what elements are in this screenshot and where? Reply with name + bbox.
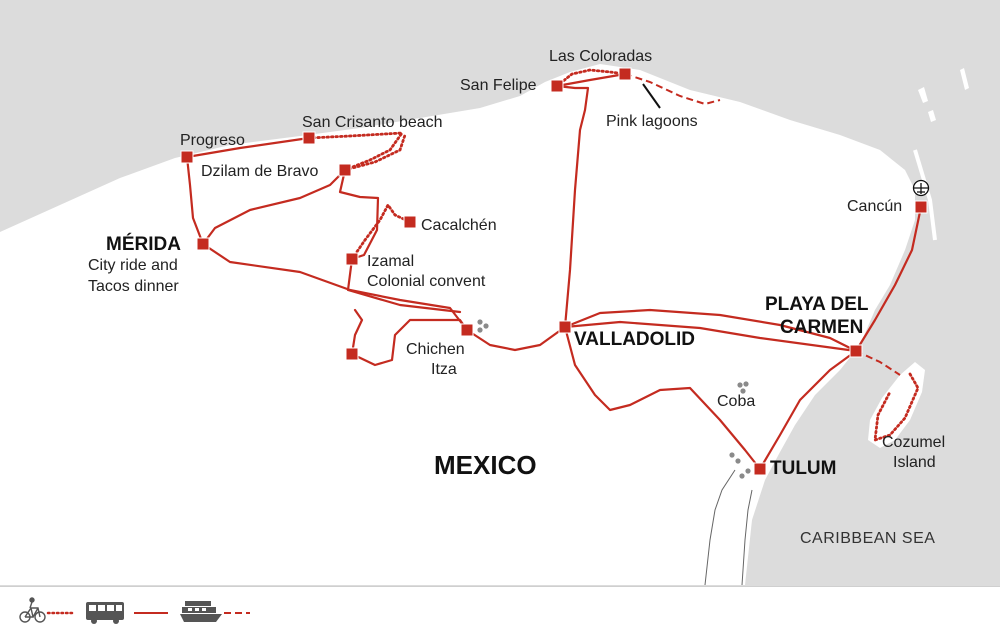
label-merida-note-2: Tacos dinner bbox=[88, 278, 179, 295]
label-cancun: Cancún bbox=[847, 198, 902, 215]
marker-cacalchen bbox=[403, 215, 417, 229]
label-playa-2: CARMEN bbox=[780, 317, 863, 338]
bus-routes bbox=[185, 72, 923, 471]
label-chichen-2: Itza bbox=[431, 361, 457, 378]
land-mass bbox=[0, 64, 915, 585]
label-country: MEXICO bbox=[434, 450, 537, 480]
marker-south-stop bbox=[345, 347, 359, 361]
route-valladolid-playa bbox=[563, 308, 858, 353]
marker-progreso bbox=[180, 150, 194, 164]
bike-cozumel bbox=[873, 372, 920, 443]
ruins-icon bbox=[477, 319, 489, 333]
ferry-icon bbox=[180, 601, 222, 622]
bike-sancrisanto-loop bbox=[307, 131, 405, 172]
marker-san-crisanto bbox=[302, 131, 316, 145]
label-izamal: Izamal bbox=[367, 253, 414, 270]
bike-dzilam-coast bbox=[343, 133, 407, 172]
airport-icon bbox=[912, 179, 930, 197]
label-pink-lagoons: Pink lagoons bbox=[606, 113, 698, 130]
bike-coloradas bbox=[555, 68, 627, 88]
marker-playa bbox=[849, 344, 863, 358]
bike-routes bbox=[307, 68, 920, 443]
ferry-playa-cozumel bbox=[855, 350, 901, 376]
route-izamal-chichen bbox=[346, 257, 462, 314]
label-sea: CARIBBEAN SEA bbox=[800, 530, 935, 547]
route-chichen-loop bbox=[350, 308, 469, 367]
marker-san-felipe bbox=[550, 79, 564, 93]
label-izamal-note: Colonial convent bbox=[367, 273, 486, 290]
bicycle-icon bbox=[19, 597, 46, 623]
route-valladolid-tulum bbox=[563, 325, 762, 471]
route-merida-dzilam bbox=[201, 168, 347, 246]
bus-icon bbox=[86, 602, 124, 624]
label-cozumel-2: Island bbox=[893, 454, 936, 471]
ruins-icon-tulum bbox=[729, 452, 751, 479]
label-chichen-1: Chichen bbox=[406, 341, 465, 358]
route-valladolid-playa-2 bbox=[563, 320, 858, 353]
legend-graphic bbox=[19, 597, 250, 624]
marker-izamal bbox=[345, 252, 359, 266]
ferry-coloradas-lagoons bbox=[624, 73, 721, 106]
label-las-coloradas: Las Coloradas bbox=[549, 48, 652, 65]
label-valladolid: VALLADOLID bbox=[574, 329, 695, 350]
marker-dzilam bbox=[338, 163, 352, 177]
route-progreso-merida bbox=[185, 155, 205, 246]
cozumel-land bbox=[868, 362, 925, 448]
legend bbox=[0, 586, 1000, 636]
coast-line-1 bbox=[704, 469, 736, 586]
marker-merida bbox=[196, 237, 210, 251]
pink-lagoons-pointer bbox=[642, 83, 661, 109]
ruins-icon-coba bbox=[737, 381, 749, 394]
route-tulum-playa bbox=[758, 349, 858, 471]
small-islands bbox=[918, 68, 969, 122]
label-playa-1: PLAYA DEL bbox=[765, 294, 869, 315]
label-coba: Coba bbox=[717, 393, 755, 410]
coast-line-2 bbox=[741, 489, 753, 586]
bike-izamal-cacalchen bbox=[350, 202, 412, 261]
label-cozumel-1: Cozumel bbox=[882, 434, 945, 451]
marker-valladolid bbox=[558, 320, 572, 334]
route-valladolid-sanfelipe bbox=[555, 84, 590, 329]
marker-tulum bbox=[753, 462, 767, 476]
marker-chichen bbox=[460, 323, 474, 337]
label-merida: MÉRIDA bbox=[106, 233, 181, 255]
ferry-routes bbox=[624, 73, 901, 376]
route-sanfelipe-coloradas bbox=[555, 72, 627, 88]
label-san-felipe: San Felipe bbox=[460, 77, 537, 94]
label-san-crisanto: San Crisanto beach bbox=[302, 114, 443, 131]
marker-las-coloradas bbox=[618, 67, 632, 81]
label-merida-note-1: City ride and bbox=[88, 257, 178, 274]
marker-cancun bbox=[914, 200, 928, 214]
route-dzilam-north bbox=[338, 168, 380, 261]
stop-markers bbox=[180, 67, 928, 476]
route-playa-cancun bbox=[854, 205, 923, 353]
label-dzilam: Dzilam de Bravo bbox=[201, 163, 318, 180]
label-progreso: Progreso bbox=[180, 132, 245, 149]
route-progreso-sancrisanto bbox=[185, 136, 311, 159]
label-cacalchen: Cacalchén bbox=[421, 217, 497, 234]
label-tulum: TULUM bbox=[770, 458, 836, 479]
cancun-strip bbox=[913, 149, 937, 241]
route-chichen-valladolid bbox=[465, 325, 567, 352]
